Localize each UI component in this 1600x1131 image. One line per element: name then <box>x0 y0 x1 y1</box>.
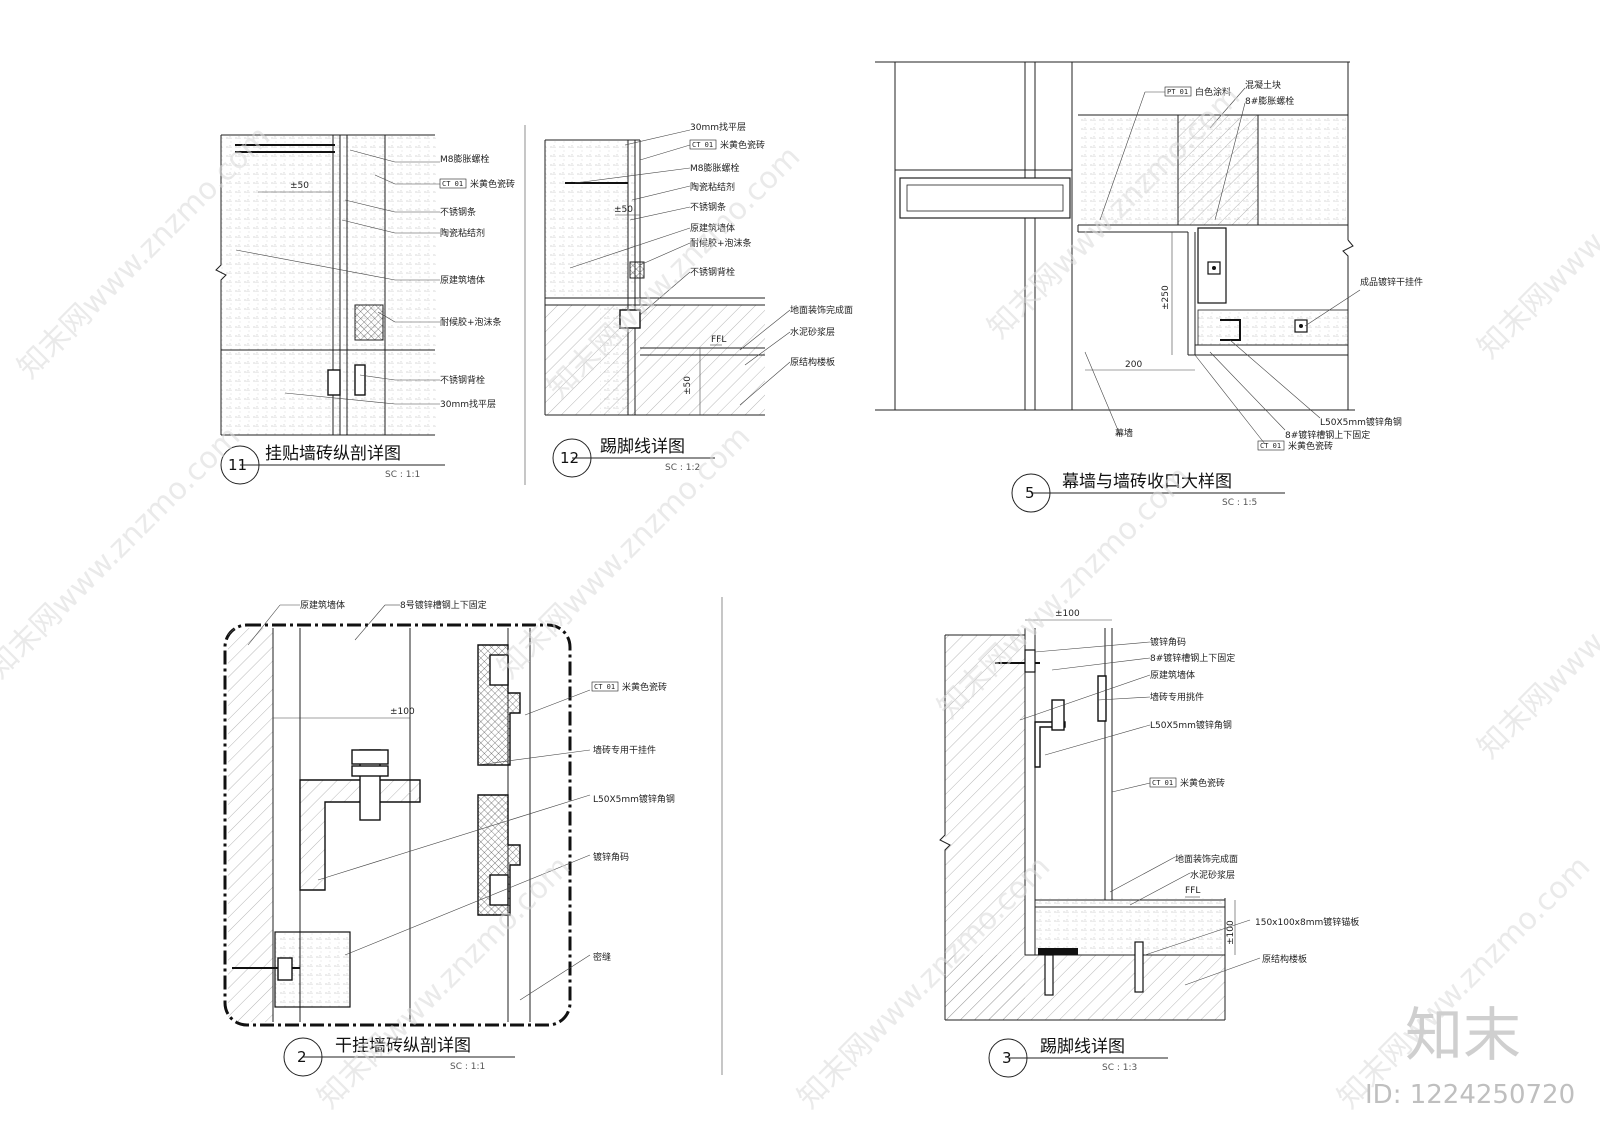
leader-lines <box>235 149 440 405</box>
dim-label: ±100 <box>390 707 415 717</box>
label-wall: 原建筑墙体 <box>1150 669 1195 681</box>
label-mortar: 水泥砂浆层 <box>790 326 835 338</box>
label-channel: 8#镀锌槽钢上下固定 <box>1285 429 1370 441</box>
label-angle-bracket: 镀锌角码 <box>1150 636 1186 648</box>
dim-label: ±100 <box>1226 920 1236 945</box>
drawing-scale: SC : 1:2 <box>665 463 700 473</box>
watermark-text: 知末网www.znzmo.com <box>311 849 577 1115</box>
label-tile: 米黄色瓷砖 <box>1288 440 1333 452</box>
dim-label: ±50 <box>290 181 309 191</box>
label-tile-hanger: 墙砖专用干挂件 <box>593 744 656 756</box>
dim-label: ±250 <box>1161 285 1171 310</box>
drawing-number: 11 <box>228 456 247 474</box>
label-adhesive: 陶瓷粘结剂 <box>440 227 485 239</box>
label-m8-bolt: M8膨胀螺栓 <box>690 162 740 174</box>
drawing-scale: SC : 1:5 <box>1222 498 1257 508</box>
label-adhesive: 陶瓷粘结剂 <box>690 181 735 193</box>
detail-boundary <box>223 623 572 1027</box>
label-angle-steel: L50X5mm镀锌角钢 <box>1150 719 1232 731</box>
material-tag: CT 01 <box>442 180 463 188</box>
label-leveling: 30mm找平层 <box>690 121 746 133</box>
label-mortar: 水泥砂浆层 <box>1190 869 1235 881</box>
watermark-text: 知末网www.znzmo.com <box>1471 499 1600 765</box>
label-slab: 原结构楼板 <box>790 356 835 368</box>
label-back-bolt: 不锈钢背栓 <box>440 374 485 386</box>
label-tile: 米黄色瓷砖 <box>720 139 765 151</box>
label-floor-finish: 地面装饰完成面 <box>790 304 853 316</box>
label-curtain-wall: 幕墙 <box>1115 427 1133 439</box>
drawing-number: 5 <box>1025 484 1035 502</box>
label-hanger: 成品镀锌干挂件 <box>1360 276 1423 288</box>
watermark-text: 知末网www.znzmo.com <box>931 459 1197 725</box>
label-floor-finish: 地面装饰完成面 <box>1175 853 1238 865</box>
curtain-wall-profile <box>899 177 1071 219</box>
watermark-text: 知末网www.znzmo.com <box>1331 849 1597 1115</box>
material-tag: CT 01 <box>1260 442 1281 450</box>
label-white-paint: 白色涂料 <box>1195 86 1231 98</box>
foam-strip <box>354 304 384 341</box>
watermark-text: 知末网www.znzmo.com <box>1471 99 1600 365</box>
material-tag: CT 01 <box>692 141 713 149</box>
label-wall: 原建筑墙体 <box>300 599 345 611</box>
drawing-title: 幕墙与墙砖收口大样图 <box>1062 472 1232 492</box>
material-tag: CT 01 <box>1152 779 1173 787</box>
label-sealant: 耐候胶+泡沫条 <box>690 237 752 249</box>
label-channel: 8#镀锌槽钢上下固定 <box>1150 652 1235 664</box>
drawing-scale: SC : 1:1 <box>450 1062 485 1072</box>
label-tile-clip: 墙砖专用挑件 <box>1150 691 1204 703</box>
ffl-label: FFL <box>711 335 726 345</box>
label-leveling: 30mm找平层 <box>440 398 496 410</box>
label-angle-bracket: 镀锌角码 <box>593 851 629 863</box>
label-tile: 米黄色瓷砖 <box>622 681 667 693</box>
label-wall: 原建筑墙体 <box>690 222 735 234</box>
label-tile: 米黄色瓷砖 <box>1180 777 1225 789</box>
drawing-number: 12 <box>560 449 579 467</box>
label-angle-steel: L50X5mm镀锌角钢 <box>593 793 675 805</box>
label-tile: 米黄色瓷砖 <box>470 178 515 190</box>
drawing-title: 踢脚线详图 <box>600 437 685 457</box>
label-channel: 8号镀锌槽钢上下固定 <box>400 599 487 611</box>
drawing-3: ±100 ±100 FFL 镀锌角码 8#镀锌槽钢上下固定 原建筑墙体 墙砖专用… <box>939 609 1359 1078</box>
label-steel-strip: 不锈钢条 <box>690 201 726 213</box>
label-slab: 原结构楼板 <box>1262 953 1307 965</box>
drawing-title: 挂贴墙砖纵剖详图 <box>265 444 401 464</box>
label-back-bolt: 不锈钢背栓 <box>690 266 735 278</box>
dim-label: 200 <box>1125 360 1142 370</box>
label-angle-steel: L50X5mm镀锌角钢 <box>1320 416 1402 428</box>
ffl-label: FFL <box>1185 886 1200 896</box>
image-id: ID: 1224250720 <box>1365 1080 1575 1110</box>
watermark-text: 知末网www.znzmo.com <box>0 419 247 685</box>
drawing-title: 干挂墙砖纵剖详图 <box>335 1036 471 1056</box>
drawing-number: 3 <box>1002 1049 1012 1067</box>
label-m8-bolt: M8膨胀螺栓 <box>440 153 490 165</box>
drawing-11: ±50 CT 01 M8膨胀螺栓 米黄色瓷砖 不锈钢条 陶瓷粘结剂 原建筑墙体 … <box>215 134 515 485</box>
dim-label: ±50 <box>614 205 633 215</box>
drawing-number: 2 <box>297 1048 307 1066</box>
drawing-scale: SC : 1:1 <box>385 470 420 480</box>
dim-label: ±100 <box>1055 609 1080 619</box>
drawing-5: ±250 200 PT 01 白色涂料 混凝土块 8#膨胀螺栓 成品镀锌干挂件 … <box>875 61 1423 513</box>
label-8-bolt: 8#膨胀螺栓 <box>1245 95 1294 107</box>
drawing-12: FFL ±50 ±50 CT 01 30mm找平层 米黄色瓷砖 M8膨胀螺栓 陶… <box>524 121 853 485</box>
label-steel-strip: 不锈钢条 <box>440 206 476 218</box>
label-wall: 原建筑墙体 <box>440 274 485 286</box>
material-tag: PT 01 <box>1167 88 1188 96</box>
watermark-text: 知末网www.znzmo.com <box>491 419 757 685</box>
label-tight-joint: 密缝 <box>593 951 611 963</box>
label-concrete-block: 混凝土块 <box>1245 79 1281 91</box>
dim-label: ±50 <box>683 376 693 395</box>
drawing-scale: SC : 1:3 <box>1102 1063 1137 1073</box>
brand-logo-text: 知末 <box>1405 1001 1521 1069</box>
label-sealant: 耐候胶+泡沫条 <box>440 316 502 328</box>
label-anchor-plate: 150x100x8mm镀锌锚板 <box>1255 916 1359 928</box>
drawing-title: 踢脚线详图 <box>1040 1037 1125 1057</box>
drawing-2: ±100 原建筑墙体 8号镀锌槽钢上下固定 CT 01 米黄色瓷砖 墙砖专用干挂… <box>223 597 723 1077</box>
material-tag: CT 01 <box>594 683 615 691</box>
